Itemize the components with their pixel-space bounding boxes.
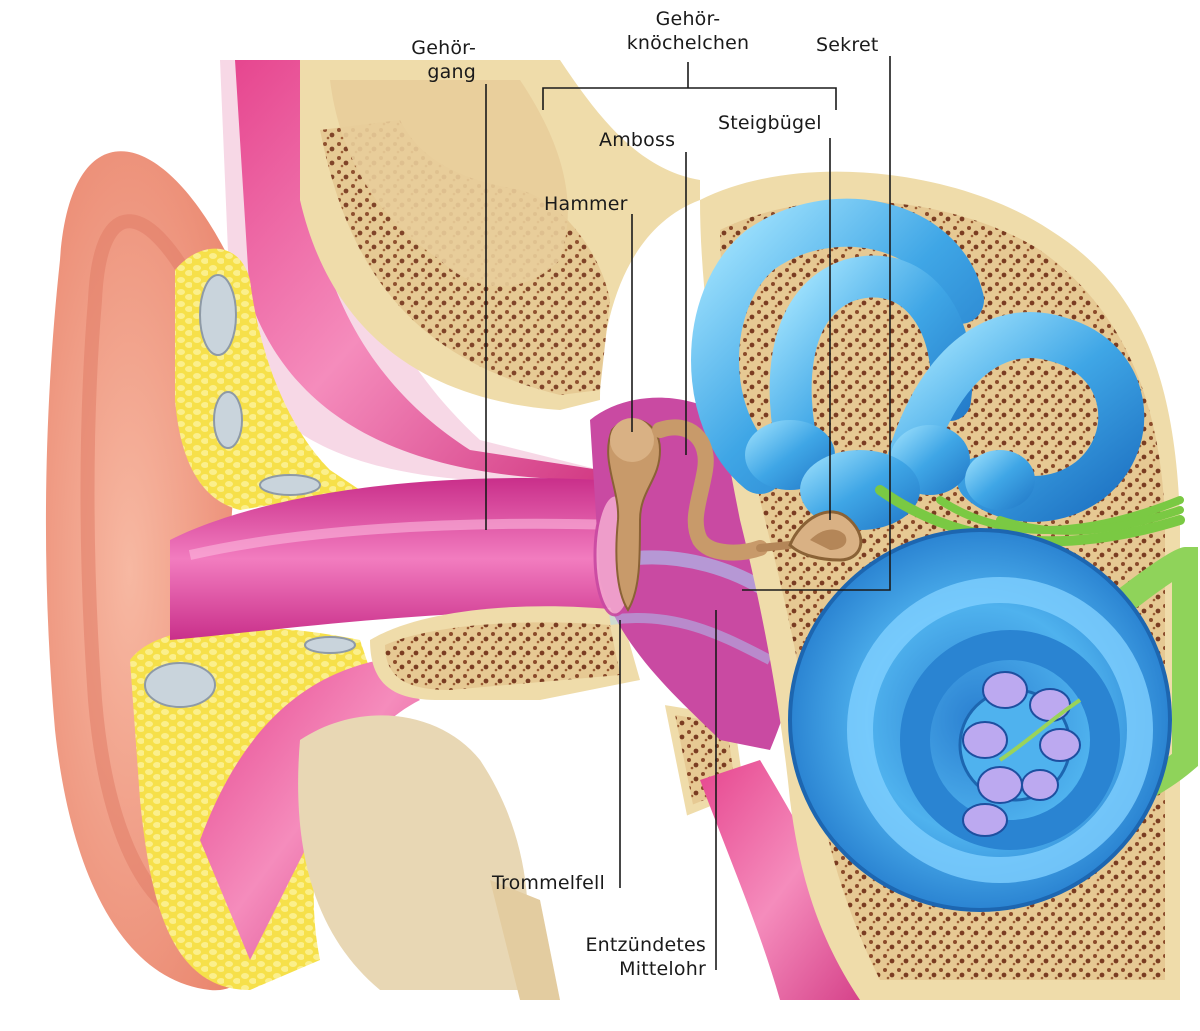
label-steigbuegel: Steigbügel [718,112,822,134]
upper-tissue [220,60,700,480]
label-hammer: Hammer [544,193,628,215]
label-gehoerknoechelchen-line2: knöchelchen [626,32,750,54]
label-gehoerknoechelchen-line1: Gehör- [655,8,721,30]
ossicles [607,418,863,612]
leader-sekret [742,56,891,591]
cochlea [788,528,1172,912]
bracket-gehoerknoechelchen [542,62,837,110]
label-trommelfell: Trommelfell [492,872,605,894]
label-gehoergang-line1: Gehör- [411,37,476,59]
label-mittelohr-line1: Entzündetes [585,934,706,956]
ear-canal [170,478,640,640]
label-sekret: Sekret [816,34,879,56]
label-gehoergang-line2: gang [427,61,476,83]
label-mittelohr-line2: Mittelohr [619,958,706,980]
label-amboss: Amboss [599,129,676,151]
leader-lines [485,56,891,970]
